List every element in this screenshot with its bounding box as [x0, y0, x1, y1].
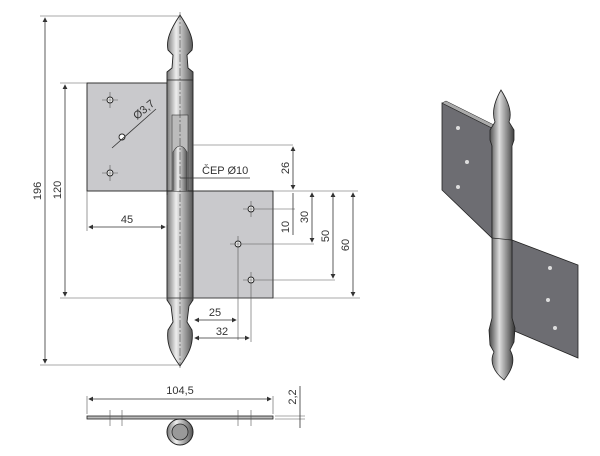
right-leaf: [192, 190, 274, 299]
pin-label: ČEP Ø10: [202, 164, 248, 177]
front-view: 196 120 45 Ø3,7 ČEP Ø10 26 10 30 50 60 2…: [32, 12, 360, 368]
dim-60: 60: [340, 239, 352, 251]
dim-10: 10: [280, 221, 292, 233]
dim-32: 32: [216, 326, 228, 338]
dim-45: 45: [121, 214, 133, 226]
dim-104-5: 104,5: [166, 385, 194, 397]
left-leaf: [86, 82, 168, 192]
dim-2-2: 2,2: [287, 389, 299, 404]
dim-25: 25: [209, 307, 221, 319]
mounting-holes: [102, 92, 335, 342]
dim-120: 120: [52, 181, 64, 199]
dim-26: 26: [280, 162, 292, 174]
3d-right-leaf: [511, 239, 579, 359]
isometric-view: [441, 89, 579, 381]
3d-pin: [488, 89, 516, 381]
dim-50: 50: [320, 230, 332, 242]
hinge-knuckle: [166, 12, 194, 368]
dim-30: 30: [299, 211, 311, 223]
dim-196: 196: [32, 182, 44, 200]
bottom-view: 104,5 2,2: [86, 385, 305, 446]
